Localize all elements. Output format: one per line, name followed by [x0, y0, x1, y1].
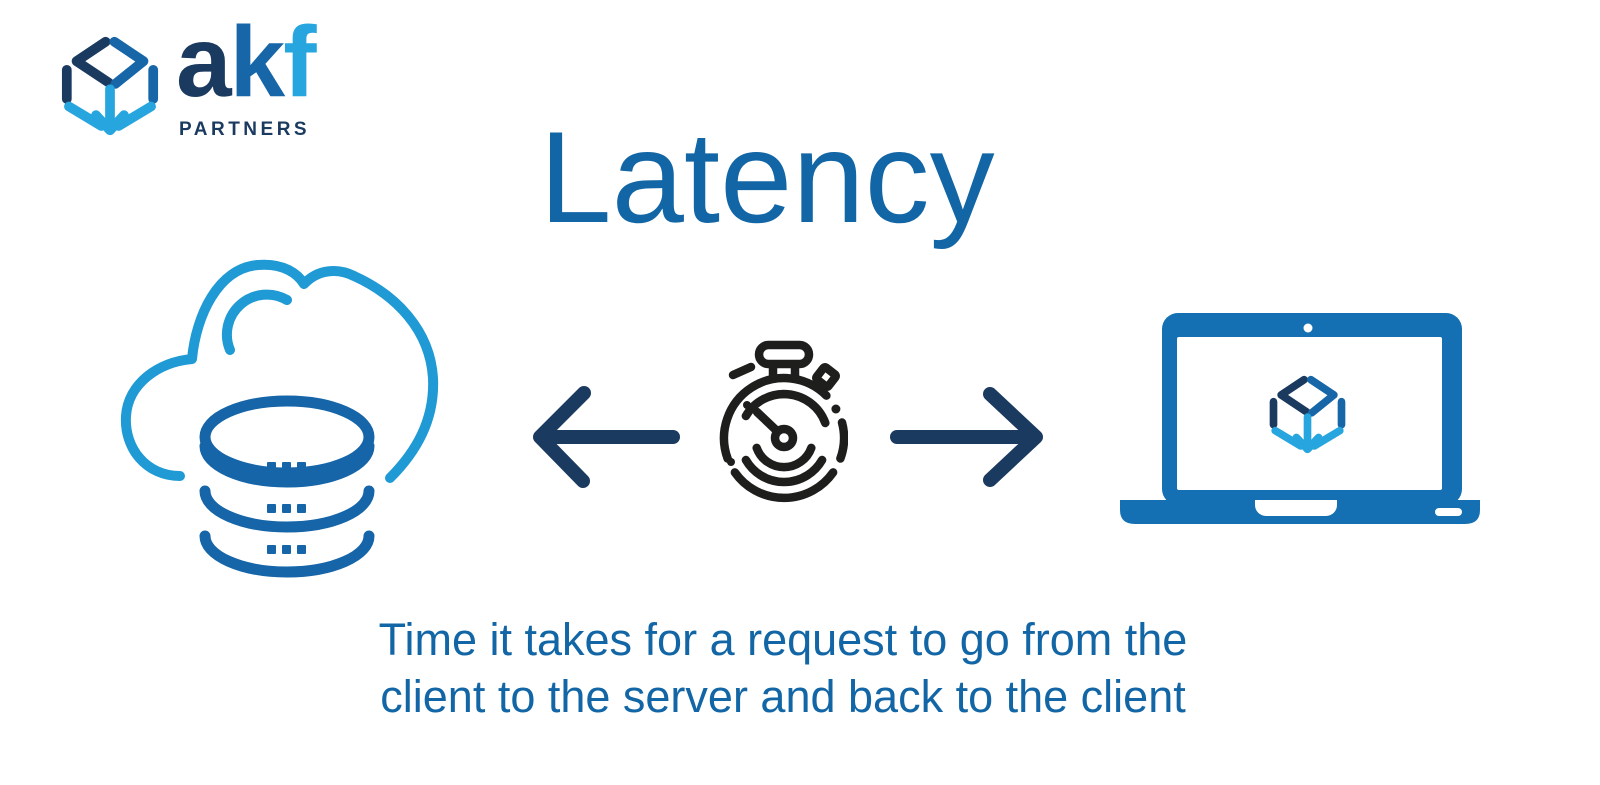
cloud-database-server-icon [120, 259, 439, 578]
caption-line-1: Time it takes for a request to go from t… [378, 614, 1188, 665]
database-led-dots [267, 462, 306, 554]
brand-letter-a: a [176, 6, 232, 118]
page-title: Latency [539, 104, 995, 250]
caption-line-2: client to the server and back to the cli… [380, 671, 1186, 722]
brand-subtitle: PARTNERS [179, 119, 311, 140]
caption: Time it takes for a request to go from t… [0, 611, 1566, 725]
brand-wordmark: akf [176, 12, 317, 112]
brand-letter-k: k [229, 6, 286, 118]
stopwatch-icon [719, 340, 848, 503]
laptop-client-icon [1120, 313, 1480, 524]
laptop-base-dash [1435, 508, 1462, 516]
brand-letter-f: f [283, 6, 316, 118]
arrow-right-icon [890, 387, 1043, 487]
laptop-base-notch [1255, 500, 1337, 516]
arrow-left-icon [533, 386, 680, 488]
laptop-camera-dot [1303, 323, 1313, 333]
